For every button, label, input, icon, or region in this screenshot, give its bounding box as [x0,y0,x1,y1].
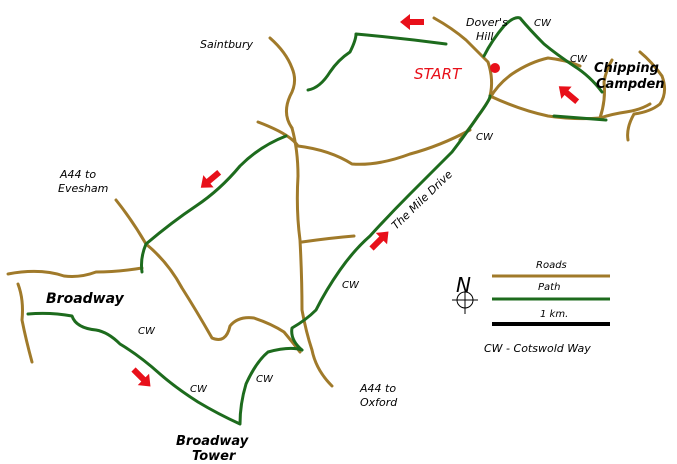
label-a44-oxford-line1: A44 to [359,382,396,395]
arrow-broadway [131,367,151,387]
paths-layer [26,16,608,426]
cw-label-mile-drive-south: CW [342,280,360,291]
legend-km-label: 1 km. [540,309,568,320]
legend-roads-label: Roads [536,260,567,271]
road-top-right [598,58,614,120]
path-mile-drive [290,94,492,352]
start-point-marker [490,63,500,73]
legend-path-label: Path [538,282,560,293]
road-broadway-west [6,266,144,278]
path-dovers-hill-loop [482,16,604,94]
road-saintbury [268,36,297,130]
arrow-mile-drive [369,231,389,251]
arrow-west-top [400,14,424,30]
label-broadway: Broadway [46,291,125,307]
start-label: START [414,65,463,83]
road-north-south-main [290,126,334,388]
legend-cw-note: CW - Cotswold Way [484,342,591,355]
cw-label-tower-path: CW [190,384,208,395]
road-saintbury-to-crossroads [256,120,472,166]
north-compass-cross [452,288,478,314]
label-a44-evesham-line1: A44 to [59,168,96,181]
path-top [306,32,448,92]
label-broadway-tower-line2: Tower [192,449,237,464]
path-broadway-tower [26,311,304,426]
road-mid-link [300,234,356,244]
arrow-evesham [200,169,222,188]
road-a44-evesham [114,198,302,354]
arrow-campden [558,86,580,105]
label-mile-drive: The Mile Drive [389,168,455,232]
label-dovers-hill-line2: Hill [476,30,493,43]
direction-arrows [131,14,580,387]
cw-label-campden: CW [570,54,588,65]
road-chipping-main [458,56,582,142]
label-dovers-hill-line1: Dover's [466,16,508,29]
road-dovers-hill [432,16,494,98]
north-symbol-label: N [456,273,471,297]
label-saintbury: Saintbury [200,38,254,51]
cw-label-mile-drive-north: CW [476,132,494,143]
road-broadway-south [16,282,34,364]
label-chipping-campden-line1: Chipping [594,61,659,76]
label-a44-evesham-line2: Evesham [58,182,108,195]
cw-label-dovers: CW [534,18,552,29]
path-saintbury-a44 [140,134,288,274]
label-chipping-campden-line2: Campden [596,77,665,92]
map-legend: N Roads Path 1 km. CW - Cotswold Way [452,260,610,355]
path-campden-south [552,114,608,122]
cw-label-broadway-path: CW [138,326,156,337]
road-campden-loop [626,50,667,142]
cw-label-tower-east: CW [256,374,274,385]
roads-layer [6,16,667,388]
label-broadway-tower-line1: Broadway [176,434,249,449]
label-a44-oxford-line2: Oxford [360,396,398,409]
